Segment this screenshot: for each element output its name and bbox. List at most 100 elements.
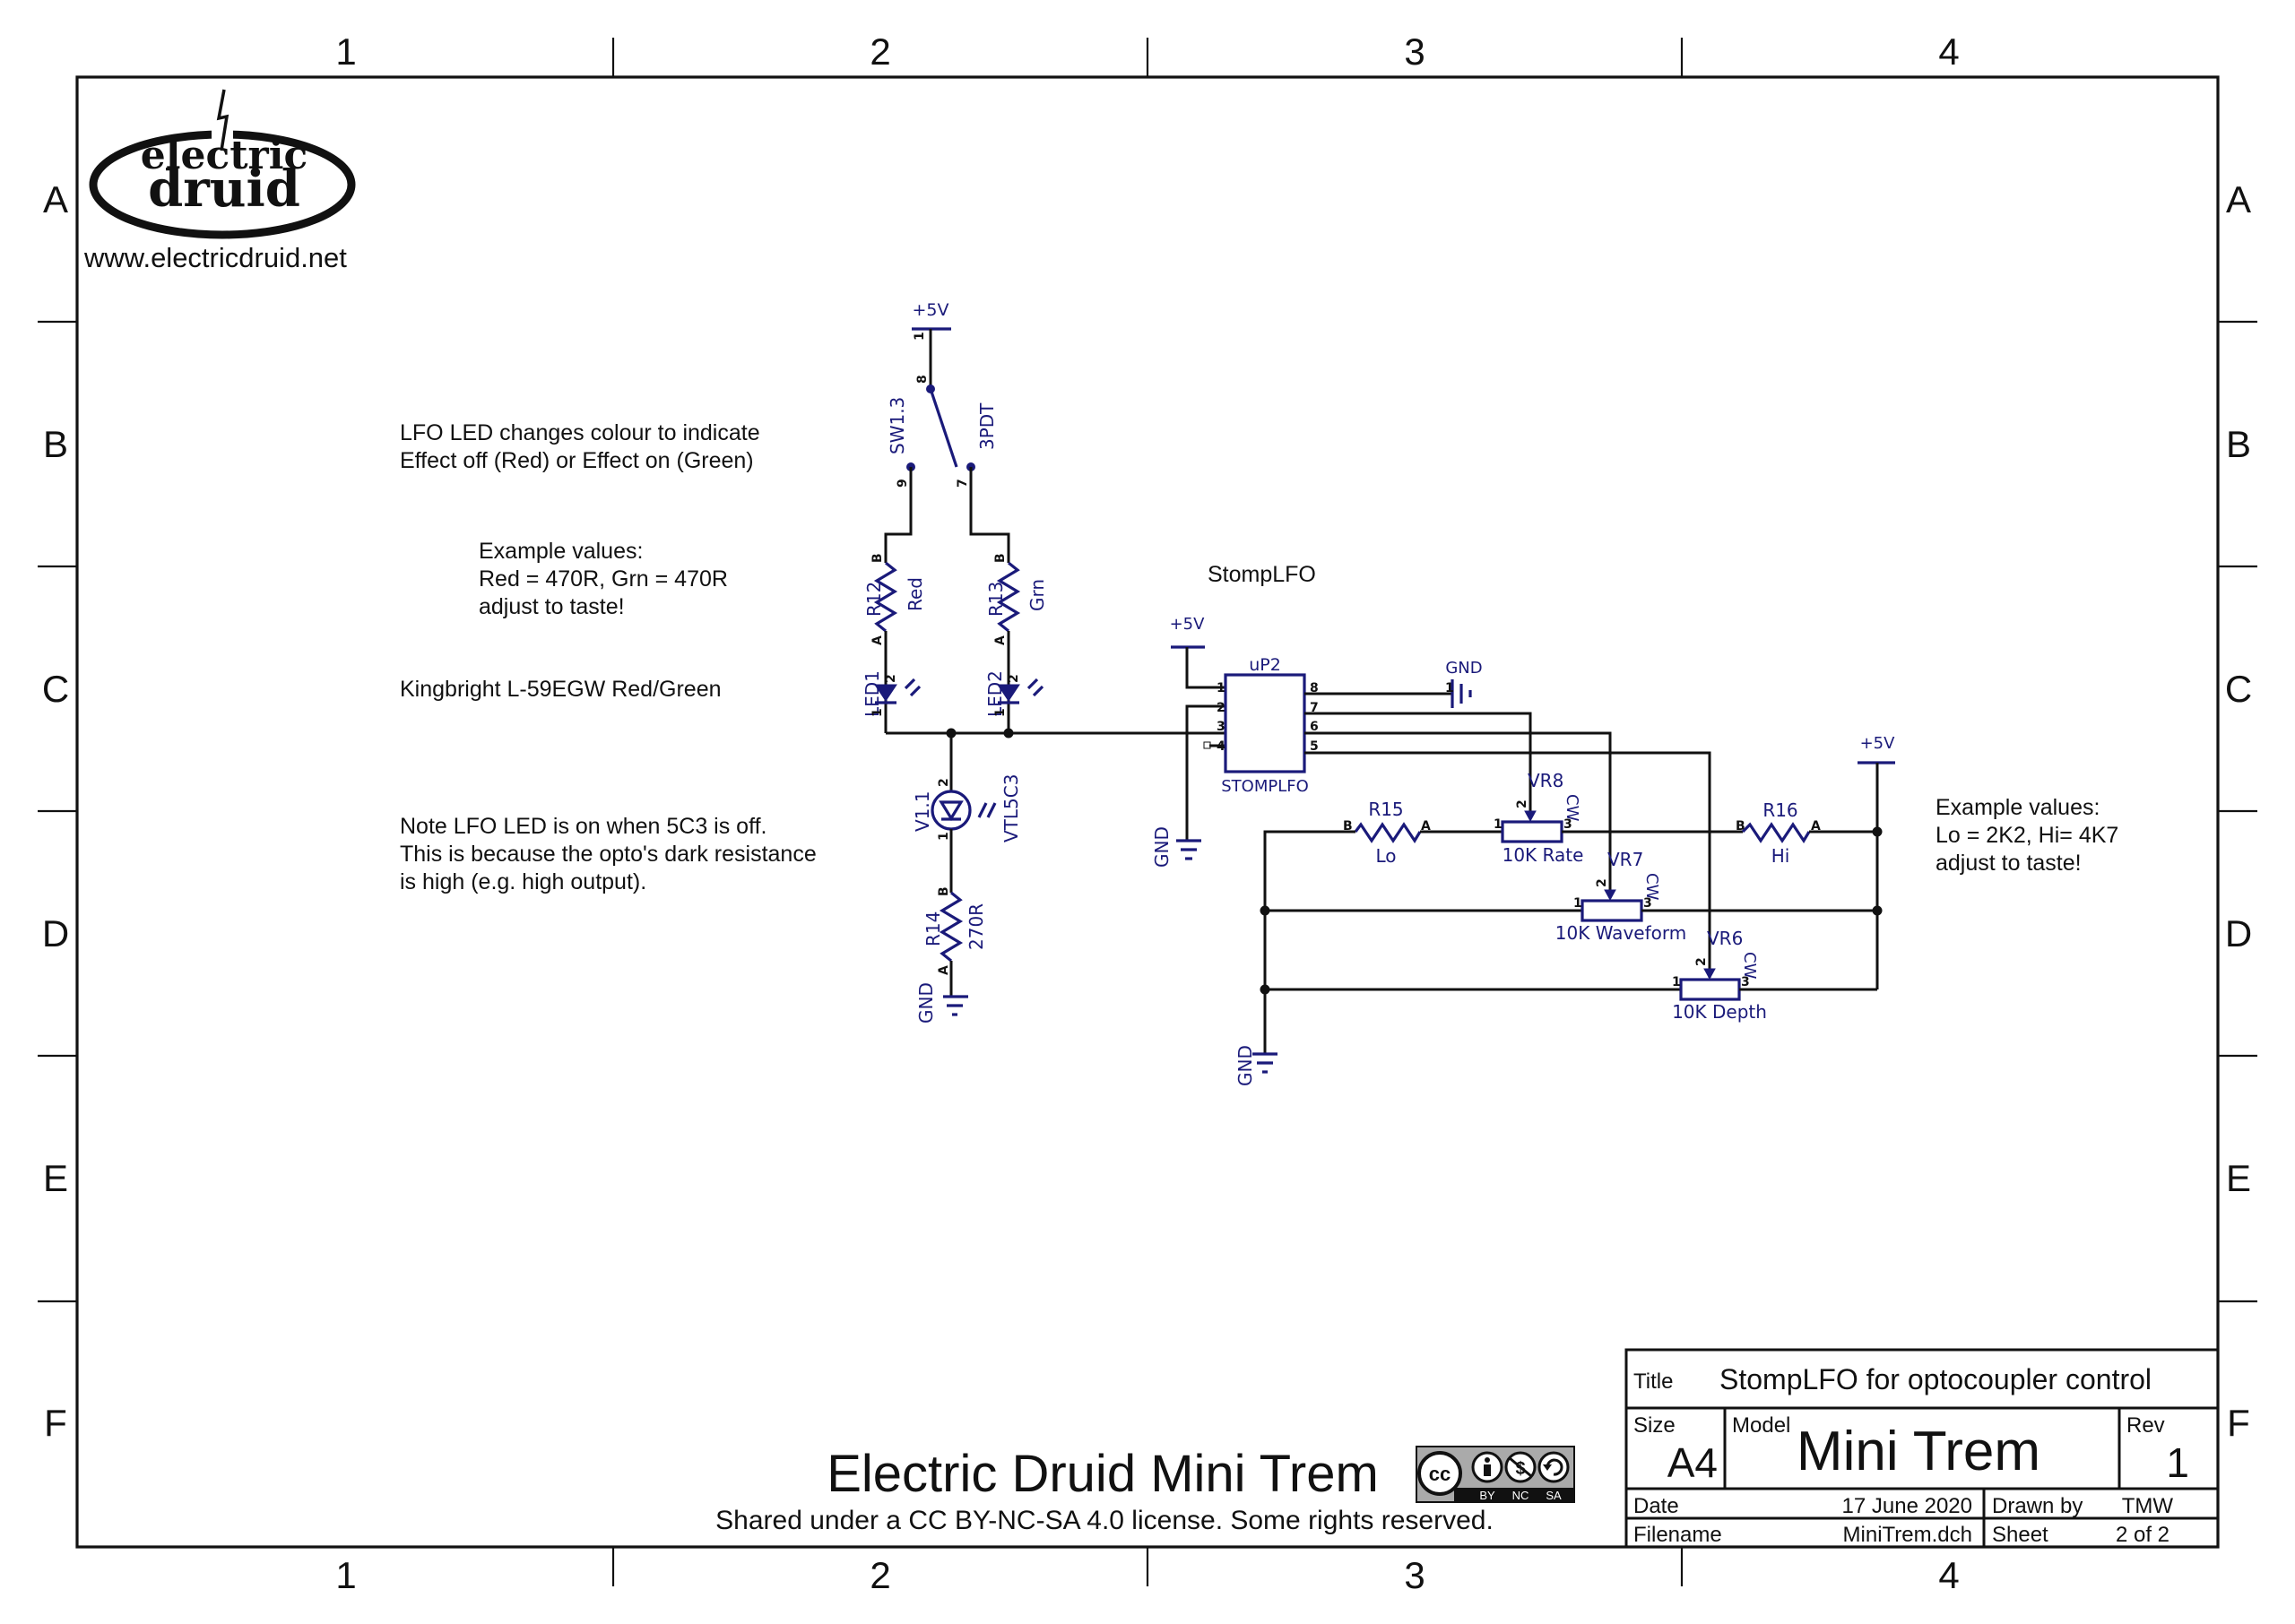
vr8-value: 10K Rate: [1503, 844, 1584, 866]
col-label-bottom: 3: [1404, 1554, 1425, 1596]
note-led-part: Kingbright L-59EGW Red/Green: [400, 677, 722, 702]
opto-branch: 2 V1.1 VTL5C3 1 B A R14 270R GND: [912, 733, 1022, 1024]
row-label-right: F: [2227, 1402, 2250, 1444]
pin-label: 1: [1217, 681, 1225, 695]
pin-label: 1: [1494, 817, 1503, 832]
led1-ref: LED1: [862, 670, 883, 717]
cc-label-sa: SA: [1546, 1489, 1562, 1502]
red-led-branch: B A R12 Red LED1 2 1: [862, 467, 926, 733]
note-led-colour-line2: Effect off (Red) or Effect on (Green): [400, 448, 754, 473]
row-label-left: E: [43, 1157, 68, 1199]
vr7-cw: CW: [1642, 873, 1661, 901]
pin-label: B: [1736, 819, 1745, 834]
led-emission-arrow: [1026, 678, 1039, 690]
vr7-value: 10K Waveform: [1555, 922, 1686, 944]
vcc-label: +5V: [1860, 734, 1896, 753]
r12-ref: R12: [863, 582, 885, 617]
annotation-notes: LFO LED changes colour to indicate Effec…: [400, 420, 2118, 894]
note-range-line3: adjust to taste!: [1936, 851, 2082, 876]
cc-license-badge[interactable]: cc $ BY NC SA: [1416, 1446, 1575, 1503]
resistor-r12-icon[interactable]: [873, 561, 898, 633]
vtl5c3-body[interactable]: [931, 790, 972, 831]
pin-label: 2: [884, 674, 898, 683]
pin-label: 8: [1310, 681, 1319, 695]
size-value: A4: [1667, 1439, 1718, 1486]
sa-sharealike-icon: [1537, 1451, 1570, 1483]
sheet-frame: 1 2 3 4 1 2 3 4 A B C D E F A B C D E F: [38, 30, 2257, 1596]
pin-label: 1: [1672, 975, 1681, 989]
note-range-line2: Lo = 2K2, Hi= 4K7: [1936, 823, 2118, 848]
led1-icon[interactable]: [874, 684, 897, 702]
pin-label: 3: [1741, 975, 1750, 989]
switch-sw1-3[interactable]: +5V 1 8 9 7 SW1.3 3PDT: [887, 300, 998, 488]
pin-label: 7: [1310, 701, 1319, 715]
note-led-colour-line1: LFO LED changes colour to indicate: [400, 420, 760, 445]
gnd-label: GND: [1234, 1045, 1256, 1086]
cc-badge-strip: [1454, 1488, 1574, 1502]
pin-label: 2: [1515, 799, 1529, 808]
gnd-label: GND: [1151, 826, 1173, 868]
cc-label-nc: NC: [1512, 1489, 1529, 1502]
model-value: Mini Trem: [1797, 1421, 2040, 1482]
pin-label: 4: [1217, 739, 1225, 754]
sheet-label: Sheet: [1992, 1523, 2048, 1547]
sa-arrow: [1543, 1464, 1552, 1471]
pin-label: 2: [937, 778, 951, 787]
pin-label: B: [937, 886, 951, 896]
pin-label: B: [870, 553, 885, 563]
border: [75, 75, 2220, 1549]
col-label-top: 4: [1938, 30, 1959, 73]
pin-label: A: [937, 965, 951, 975]
pot-vr8-icon[interactable]: [1501, 820, 1563, 843]
gnd-label: GND: [1445, 659, 1482, 678]
up2-stomplfo[interactable]: +5V GND uP2 STOMPLFO 1 2 3 4 8 7 6 5 GND…: [1151, 615, 1711, 978]
r13-ref: R13: [985, 582, 1007, 617]
switch-ref: SW1.3: [887, 397, 908, 454]
ic-body: [1224, 673, 1306, 773]
website-url[interactable]: www.electricdruid.net: [83, 242, 347, 273]
row-label-right: B: [2226, 423, 2251, 465]
wire-pin6: [1304, 731, 1612, 898]
led2-ref: LED2: [984, 670, 1006, 717]
vr8-ref: VR8: [1528, 770, 1563, 791]
pot-vr6-icon[interactable]: [1679, 978, 1741, 1001]
pin-label: 7: [956, 479, 970, 488]
note-range-line1: Example values:: [1936, 795, 2100, 820]
pin-label: 9: [896, 479, 910, 488]
resistor-r14-icon[interactable]: [939, 891, 964, 963]
note-opto-line3: is high (e.g. high output).: [400, 869, 646, 894]
row-label-right: D: [2225, 912, 2252, 955]
resistor-r13-icon[interactable]: [996, 561, 1021, 633]
row-label-right: E: [2226, 1157, 2251, 1199]
no-connect-marker: [1203, 741, 1211, 749]
note-led-values-line1: Example values:: [479, 539, 643, 564]
model-label: Model: [1732, 1413, 1790, 1438]
by-head: [1485, 1457, 1490, 1463]
title-label: Title: [1633, 1369, 1673, 1394]
col-label-top: 1: [335, 30, 356, 73]
pin-label: A: [993, 635, 1008, 645]
r13-value: Grn: [1026, 579, 1048, 611]
pin-label: B: [993, 553, 1008, 563]
led-emission-arrow: [1032, 685, 1044, 697]
opto-light-line: [977, 802, 988, 818]
gnd-label: GND: [915, 982, 937, 1024]
row-label-right: A: [2226, 178, 2251, 220]
resistor-r15-icon[interactable]: [1354, 822, 1422, 843]
vr6-value: 10K Depth: [1672, 1001, 1767, 1023]
r15-value: Lo: [1375, 845, 1396, 867]
pot-vr7-icon[interactable]: [1581, 899, 1643, 922]
r16-value: Hi: [1771, 845, 1790, 867]
vcc-label: +5V: [912, 300, 948, 320]
v1-ref: V1.1: [912, 791, 933, 833]
resistor-r16-icon[interactable]: [1741, 822, 1811, 843]
note-opto-line2: This is because the opto's dark resistan…: [400, 842, 817, 867]
pin-label: 6: [1310, 720, 1319, 734]
pin-label: 1: [1445, 681, 1454, 695]
switch-lever: [929, 388, 958, 468]
wiper-arrow: [1604, 889, 1616, 902]
led2-icon[interactable]: [997, 684, 1020, 702]
r15-ref: R15: [1368, 799, 1403, 820]
pin-label: 3: [1563, 817, 1572, 832]
